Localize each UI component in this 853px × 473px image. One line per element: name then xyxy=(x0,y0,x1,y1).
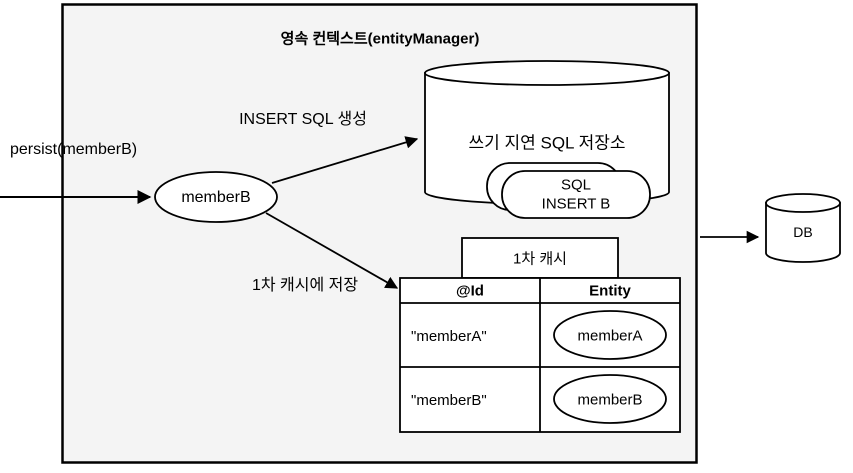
queued-sql-front xyxy=(501,170,651,219)
cache-entity-ellipse-0 xyxy=(553,310,667,360)
edge-insert-sql xyxy=(271,136,419,184)
page-title: 영속 컨텍스트(entityManager) xyxy=(280,30,480,48)
cache-column-header-entity: Entity xyxy=(589,282,631,300)
first-cache-edge-label: 1차 캐시에 저장 xyxy=(251,277,359,294)
queued-sql-front-label: SQL INSERT B xyxy=(541,176,611,212)
first-cache-table xyxy=(399,277,681,433)
insert-sql-edge-label: INSERT SQL 생성 xyxy=(239,111,367,128)
cache-row-0-entity: memberA xyxy=(577,327,643,345)
persist-call-label: persist(memberB) xyxy=(10,141,138,158)
cache-column-header-id: @Id xyxy=(456,282,484,300)
entity-memberb-ellipse xyxy=(154,171,278,223)
database-cylinder xyxy=(765,193,841,263)
cache-row-0-id: "memberA" xyxy=(411,328,487,345)
entity-memberb-label: memberB xyxy=(181,189,251,206)
database-label: DB xyxy=(793,224,813,240)
edge-first-cache xyxy=(265,212,399,289)
first-cache-caption: 1차 캐시 xyxy=(513,250,567,268)
cache-row-1-id: "memberB" xyxy=(411,392,487,409)
write-behind-store-title: 쓰기 지연 SQL 저장소 xyxy=(468,133,626,153)
cache-row-1-entity: memberB xyxy=(577,391,643,409)
cache-entity-ellipse-1 xyxy=(553,374,667,424)
